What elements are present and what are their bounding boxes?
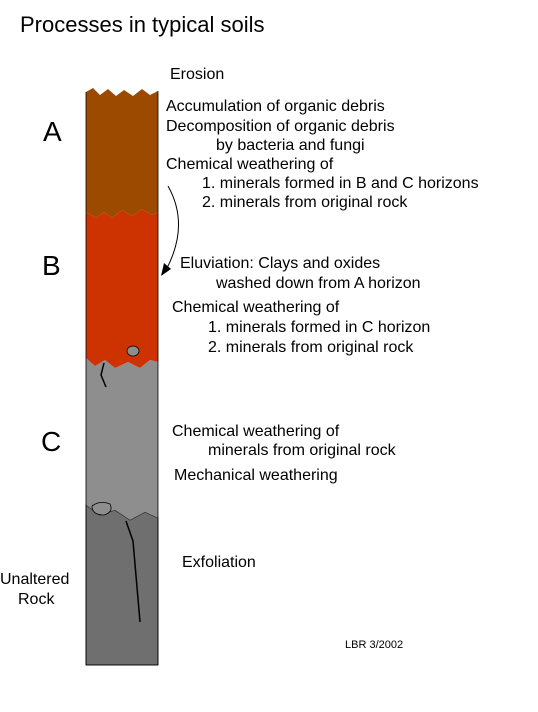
horizon-a-layer — [86, 88, 158, 218]
rock-layer — [85, 504, 159, 666]
b-weathering-line: 1. minerals formed in C horizon — [208, 319, 431, 336]
rock-label-line-1: Unaltered — [0, 571, 70, 588]
a-process-line: by bacteria and fungi — [216, 137, 365, 154]
exfoliation-text: Exfoliation — [182, 554, 256, 571]
pebble — [126, 345, 140, 357]
diagram-title: Processes in typical soils — [20, 12, 265, 37]
b-weathering-line: Chemical weathering of — [172, 299, 340, 316]
c-weathering-line: minerals from original rock — [208, 442, 396, 459]
b-eluviation-line: washed down from A horizon — [216, 275, 421, 292]
horizon-label-b: B — [42, 250, 61, 281]
a-process-line: Decomposition of organic debris — [166, 118, 395, 135]
c-mechanical-text: Mechanical weathering — [174, 467, 338, 484]
horizon-label-a: A — [43, 116, 62, 147]
a-process-line: Accumulation of organic debris — [166, 98, 385, 115]
rock-crack — [125, 520, 141, 623]
horizon-c-layer — [86, 358, 158, 520]
a-process-line: 2. minerals from original rock — [202, 194, 408, 211]
b-eluviation-line: Eluviation: Clays and oxides — [180, 255, 381, 272]
credit-text: LBR 3/2002 — [345, 639, 404, 651]
rock-label-line-2: Rock — [18, 591, 55, 608]
c-weathering-line: Chemical weathering of — [172, 423, 340, 440]
horizon-label-c: C — [41, 426, 62, 457]
crack — [100, 362, 107, 388]
horizon-b-layer — [86, 209, 158, 368]
eluviation-arrowhead — [161, 263, 171, 276]
a-process-line: Chemical weathering of — [166, 156, 334, 173]
b-weathering-line: 2. minerals from original rock — [208, 339, 414, 356]
eluviation-arrow — [165, 185, 179, 271]
a-process-line: 1. minerals formed in B and C horizons — [202, 175, 479, 192]
rock-fragment — [91, 502, 112, 516]
erosion-text: Erosion — [170, 66, 225, 83]
